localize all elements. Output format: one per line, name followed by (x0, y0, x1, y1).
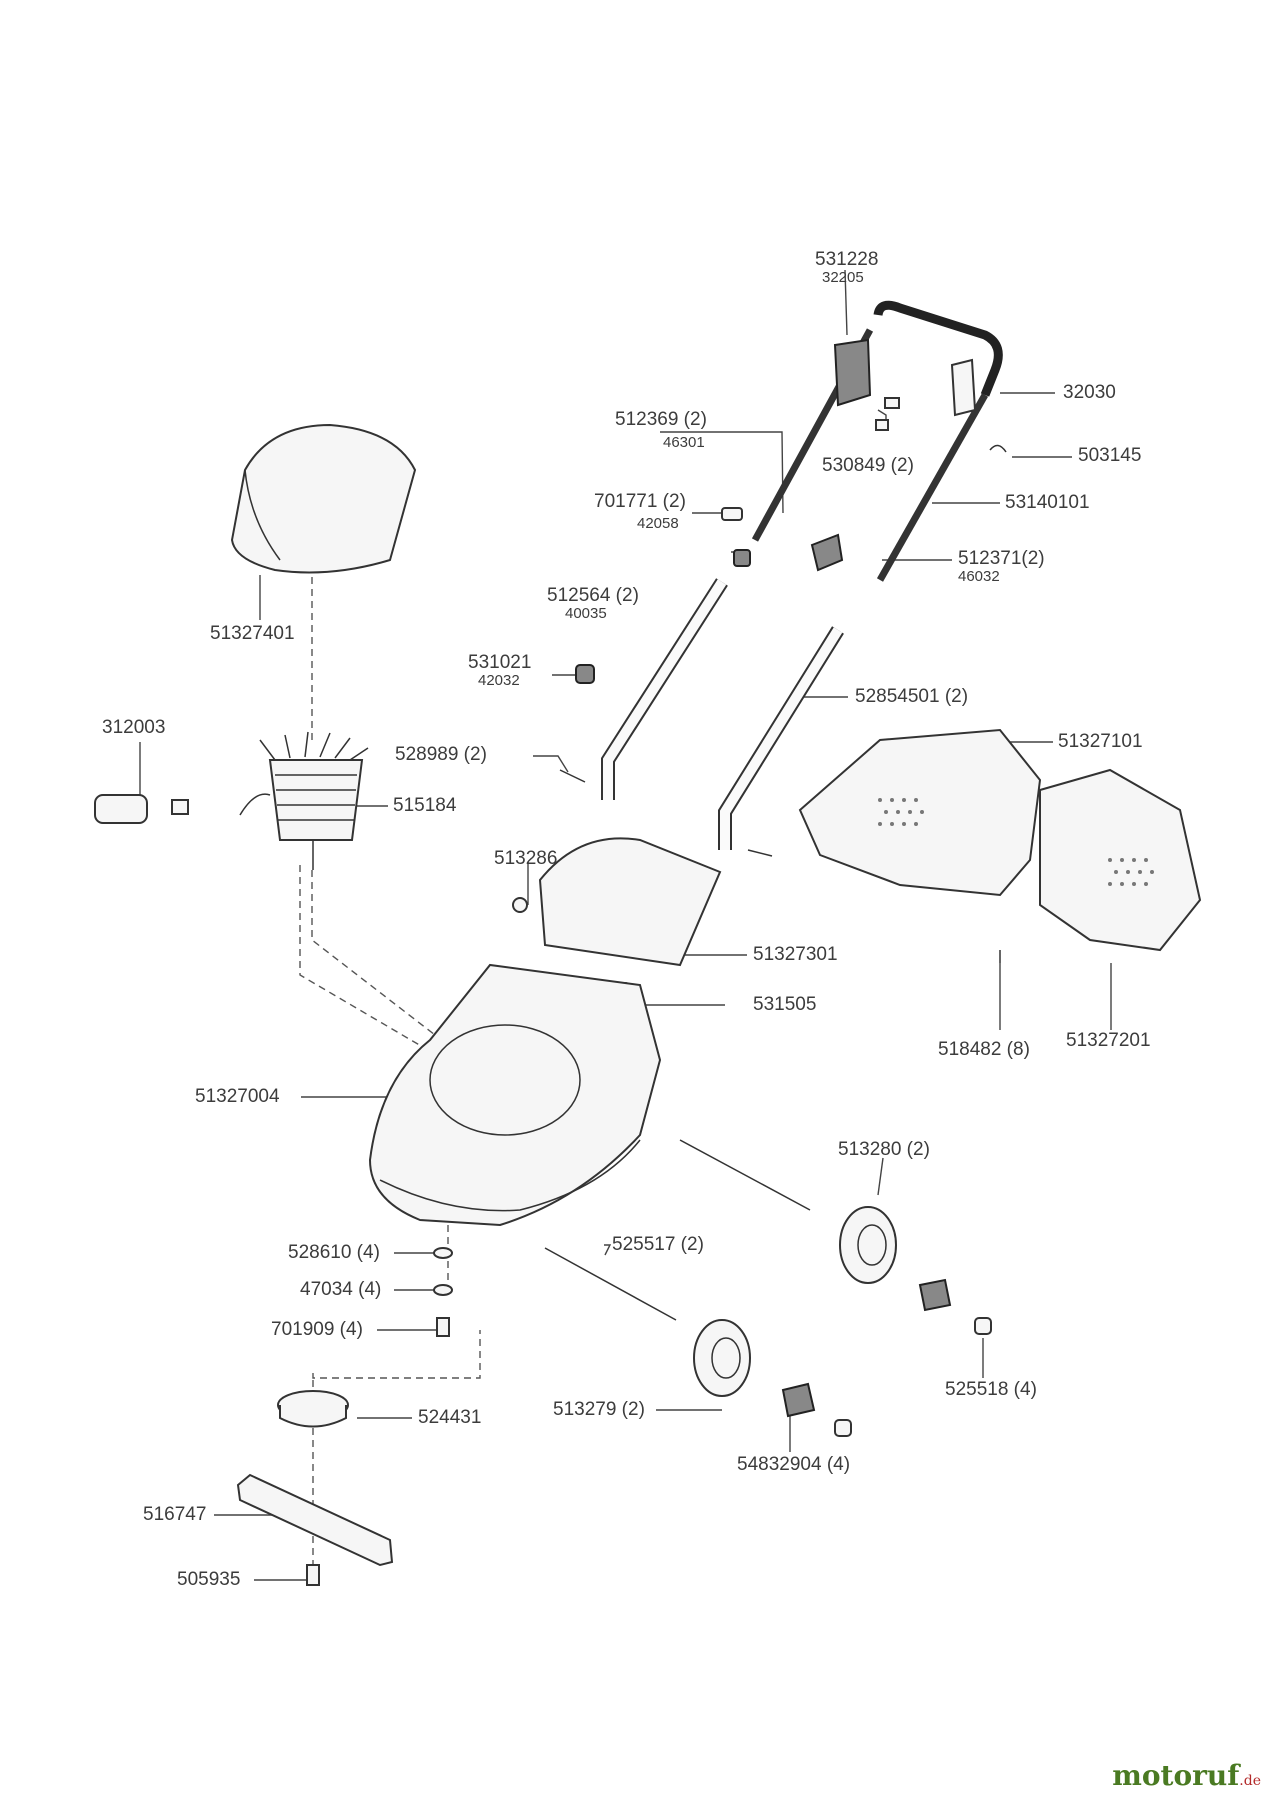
lower-handle-tubes (601, 578, 844, 850)
handle-hardware (559, 397, 900, 857)
motoruf-logo: motoruf.de (1112, 1759, 1261, 1792)
part-525517-label: 525517 (2) (612, 1234, 704, 1255)
part-531228-label: 531228 (815, 249, 879, 270)
part-531228-sub: 32205 (822, 269, 864, 286)
grass-catcher (798, 728, 1202, 963)
brand-tld: .de (1239, 1773, 1261, 1789)
washers-screws (433, 1247, 453, 1337)
part-512371-label: 512371(2) (958, 548, 1045, 569)
motor-assembly (94, 731, 369, 870)
part-51327301-label: 51327301 (753, 944, 838, 965)
grass-box-lid (230, 423, 417, 574)
part-513280-label: 513280 (2) (838, 1139, 930, 1160)
part-512564-sub: 40035 (565, 605, 607, 622)
upper-handle (751, 300, 1007, 582)
brand-name: motoruf (1112, 1759, 1240, 1792)
mower-deck (368, 963, 662, 1227)
wheels (693, 1206, 992, 1437)
part-701771-sub: 42058 (637, 515, 679, 532)
part-524431-label: 524431 (418, 1407, 482, 1428)
part-531505-label: 531505 (753, 994, 817, 1015)
part-515184-label: 515184 (393, 795, 457, 816)
part-513279-label: 513279 (2) (553, 1399, 645, 1420)
blade-assembly (236, 1390, 394, 1586)
part-516747-label: 516747 (143, 1504, 207, 1525)
part-530849-label: 530849 (2) (822, 455, 914, 476)
part-512371-sub: 46032 (958, 568, 1000, 585)
part-512369-sub: 46301 (663, 434, 705, 451)
part-531021-label: 531021 (468, 652, 532, 673)
part-512369-label: 512369 (2) (615, 409, 707, 430)
part-518482-label: 518482 (8) (938, 1039, 1030, 1060)
part-53140101-label: 53140101 (1005, 492, 1090, 513)
part-512564-label: 512564 (2) (547, 585, 639, 606)
part-513286-label: 513286 (494, 848, 558, 869)
part-51327004-label: 51327004 (195, 1086, 280, 1107)
part-32030-label: 32030 (1063, 382, 1116, 403)
leader-lines (139, 269, 1112, 1581)
part-505935-label: 505935 (177, 1569, 241, 1590)
part-525518-label: 525518 (4) (945, 1379, 1037, 1400)
part-528610-label: 528610 (4) (288, 1242, 380, 1263)
part-312003-label: 312003 (102, 717, 166, 738)
part-47034-label: 47034 (4) (300, 1279, 382, 1300)
part-52854501-label: 52854501 (2) (855, 686, 969, 707)
part-503145-label: 503145 (1078, 445, 1142, 466)
part-51327101-label: 51327101 (1058, 731, 1143, 752)
part-54832904-label: 54832904 (4) (737, 1454, 851, 1475)
part-528989-label: 528989 (2) (395, 744, 487, 765)
part-51327401-label: 51327401 (210, 623, 295, 644)
part-51327201-label: 51327201 (1066, 1030, 1151, 1051)
part-531021-sub: 42032 (478, 672, 520, 689)
part-701771-label: 701771 (2) (594, 491, 686, 512)
axles (544, 1139, 811, 1321)
part-701909-label: 701909 (4) (271, 1319, 363, 1340)
